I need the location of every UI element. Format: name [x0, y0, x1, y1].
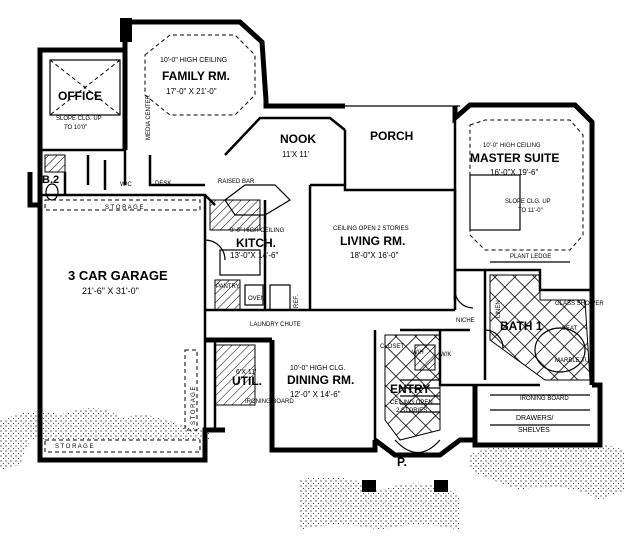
office-note1: SLOPE CLG. UP [56, 116, 102, 122]
dining-ceiling: 10'-0" HIGH CLG. [290, 365, 346, 372]
util-dim: 6'X 11' [236, 369, 256, 376]
drawers-label: DRAWERS/ [516, 415, 554, 422]
landscaping [0, 408, 625, 530]
storage-bottom-label: S T O R A G E [55, 444, 93, 450]
storage-side-label: S T O R A G E [191, 387, 197, 425]
kitchen-ceiling: 9'-0" HIGH CEILING [230, 228, 285, 234]
oven-label: OVEN [248, 296, 265, 302]
dining-name: DINING RM. [287, 373, 354, 387]
niche-label: NICHE [456, 318, 475, 324]
dining-dim: 12'-0" X 14'-6" [290, 390, 341, 399]
master-note2: TO 11'-0" [518, 208, 543, 214]
master-name: MASTER SUITE [470, 151, 559, 165]
closet-label: CLOSET [380, 344, 404, 350]
linen-label: LINEN [496, 300, 502, 318]
pantry-label: PANTRY [216, 284, 240, 290]
living-ceiling: CEILING OPEN 2 STORIES [333, 226, 409, 232]
master-note1: SLOPE CLG. UP [505, 199, 551, 205]
seat-label: SEAT [562, 326, 578, 332]
ref-label: REF. [294, 295, 300, 308]
nook-dim: 11'X 11' [282, 150, 310, 159]
living-name: LIVING RM. [340, 234, 405, 248]
entry-note2: 2 STORIES [396, 408, 427, 414]
nook-name: NOOK [280, 132, 316, 146]
garage-name: 3 CAR GARAGE [68, 268, 168, 283]
storage-top-label: S T O R A G E [105, 205, 143, 211]
garage-dim: 21'-6" X 31'-0" [82, 286, 139, 296]
plant-ledge-label: PLANT LEDGE [510, 254, 551, 260]
kitchen-dim: 13'-0"X 14'-6" [230, 251, 278, 260]
raised-bar-label: RAISED BAR [218, 179, 255, 185]
ironing-board-bath-label: IRONING BOARD [520, 396, 569, 402]
entry-note1: CEILING OPEN [390, 400, 433, 406]
laundry-chute-label: LAUNDRY CHUTE [250, 322, 301, 328]
kitchen-name: KITCH. [236, 236, 276, 250]
bath1-name: BATH 1 [500, 319, 543, 333]
b2-name: B.2 [42, 174, 59, 186]
desk-label: DESK [155, 181, 171, 187]
master-ceiling: 10'-0" HIGH CEILING [483, 143, 541, 149]
family-ceiling: 10'-0" HIGH CEILING [160, 57, 227, 64]
media-center-label: MEDIA CENTER [146, 94, 152, 140]
fixtures [44, 18, 590, 454]
marble-tub-label: MARBLE TUB [555, 358, 593, 364]
wk-label: W/K [440, 352, 451, 358]
living-dim: 18'-0"X 16'-0" [350, 251, 398, 260]
family-dim: 17'-0" X 21'-0" [166, 87, 217, 96]
glass-shower-label: GLASS SHOWER [555, 301, 604, 307]
wic-label: W/C [120, 182, 132, 188]
room-labels: 10'-0" HIGH CEILING FAMILY RM. 17'-0" X … [42, 57, 604, 469]
util-name: UTIL. [232, 374, 262, 388]
master-dim: 16'-0"X 19'-6" [490, 168, 538, 177]
ironing-board-label: IRONING BOARD [245, 399, 294, 405]
porch-name: PORCH [370, 129, 413, 143]
entry-name: ENTRY [390, 382, 430, 396]
office-note2: TO 10'0" [64, 125, 87, 131]
shelves-label: SHELVES [518, 427, 550, 434]
exterior-walls [27, 19, 603, 463]
wh-label: W/H [412, 350, 424, 356]
p-name: P. [397, 455, 407, 469]
family-name: FAMILY RM. [162, 69, 230, 83]
office-name: OFFICE [58, 89, 102, 103]
